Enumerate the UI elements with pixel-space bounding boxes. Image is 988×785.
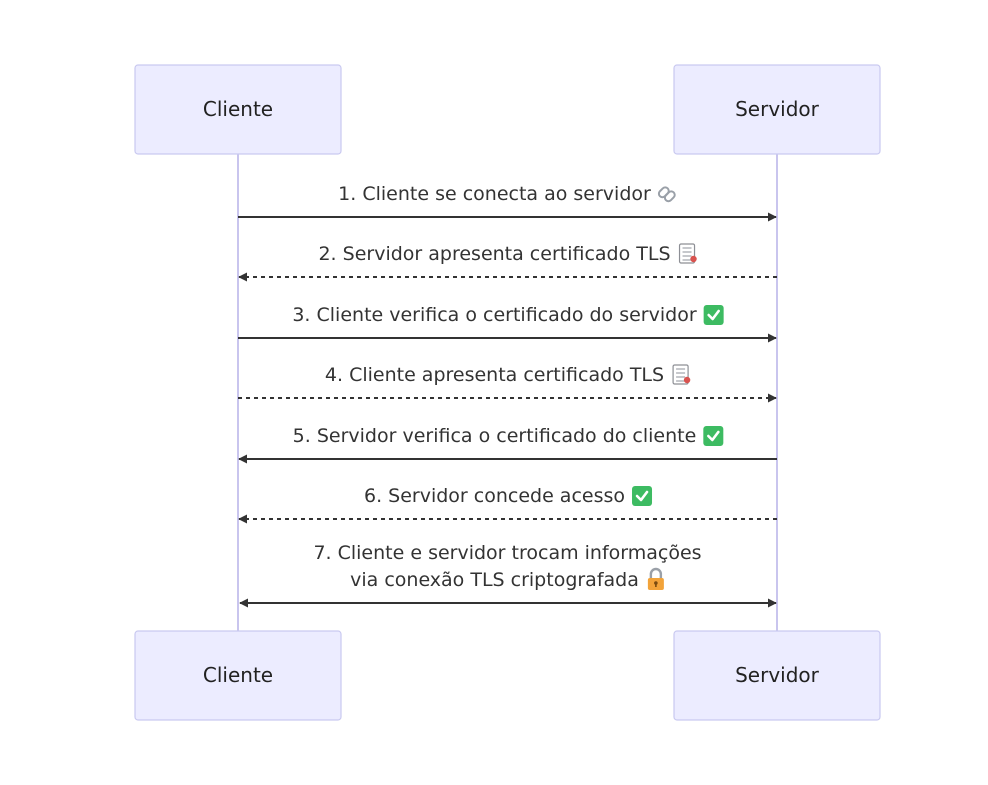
client-actor-label: Cliente [203,663,273,687]
document-icon [678,243,697,264]
client-actor-top[interactable]: Cliente [134,64,342,155]
message-1: 1. Cliente se conecta ao servidor [238,183,777,222]
server-actor-bottom[interactable]: Servidor [673,630,881,721]
message-6: 6. Servidor concede acesso [238,485,777,524]
message-list: 1. Cliente se conecta ao servidor 2. Serv… [238,183,777,608]
message-5: 5. Servidor verifica o certificado do cl… [238,425,777,464]
message-7: 7. Cliente e servidor trocam informações… [239,542,777,608]
document-icon [672,364,691,385]
message-label: 5. Servidor verifica o certificado do cl… [293,425,697,447]
message-2: 2. Servidor apresenta certificado TLS [238,243,777,282]
server-actor-top[interactable]: Servidor [673,64,881,155]
message-label: 2. Servidor apresenta certificado TLS [318,243,670,265]
message-label: 4. Cliente apresenta certificado TLS [325,364,664,386]
message-label: via conexão TLS criptografada [350,569,639,591]
message-label: 6. Servidor concede acesso [364,485,625,507]
client-actor-label: Cliente [203,97,273,121]
message-label: 1. Cliente se conecta ao servidor [338,183,651,205]
message-4: 4. Cliente apresenta certificado TLS [238,364,777,403]
server-actor-label: Servidor [735,663,820,687]
check-icon [703,426,724,446]
server-actor-label: Servidor [735,97,820,121]
message-label: 3. Cliente verifica o certificado do ser… [292,304,696,326]
client-actor-bottom[interactable]: Cliente [134,630,342,721]
check-icon [632,486,653,506]
link-icon [657,186,676,203]
lock-icon [647,567,664,590]
message-3: 3. Cliente verifica o certificado do ser… [238,304,777,343]
message-label: 7. Cliente e servidor trocam informações [313,542,701,564]
check-icon [703,305,724,325]
